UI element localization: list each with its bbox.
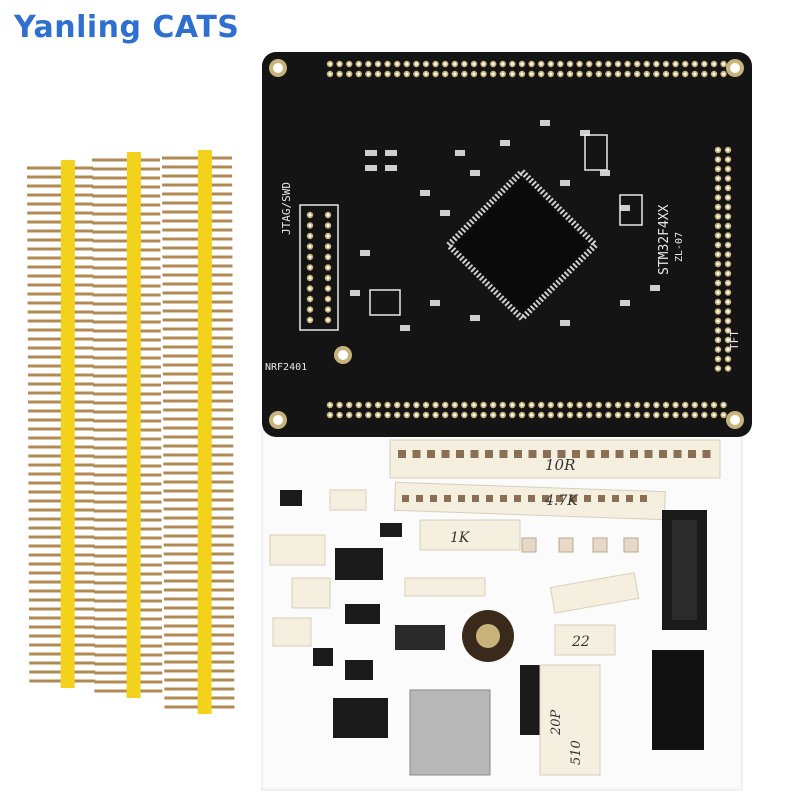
ic-outline	[369, 289, 401, 316]
cap-label-22: 22	[571, 634, 590, 650]
resistor-tapes: 10R 4.7K 1K	[389, 439, 721, 589]
smd-pads	[350, 120, 660, 331]
tape-label-10r: 10R	[545, 456, 575, 474]
pcb-board: STM32F4XX ZL-07 JTAG/SWD NRF2401 TFT	[262, 52, 752, 437]
nrf-label: NRF2401	[265, 362, 307, 373]
jtag-label: JTAG/SWD	[280, 182, 293, 235]
tactile-switches	[521, 537, 639, 553]
version-label: ZL-07	[674, 232, 685, 262]
pin-header-strips	[27, 150, 235, 714]
pin-header-1	[27, 160, 96, 688]
jtag-header	[299, 204, 339, 331]
sd-socket	[409, 689, 491, 776]
pin-header-2	[92, 152, 163, 698]
cap-label-510: 510	[569, 740, 584, 765]
top-header-holes	[326, 60, 727, 78]
brand-watermark: Yanling CATS	[14, 10, 240, 45]
tape-label-4k7: 4.7K	[544, 493, 579, 509]
bottom-header-holes	[326, 401, 727, 419]
capacitor-tapes: 22 20P 510	[539, 572, 640, 776]
mcu-label: STM32F4XX	[657, 204, 672, 275]
pin-header-3	[162, 150, 235, 714]
right-header-holes	[714, 146, 732, 372]
tape-label-1k: 1K	[450, 530, 471, 546]
cap-label-20p: 20P	[549, 709, 564, 736]
small-tapes	[269, 489, 486, 647]
small-ic-outline	[619, 194, 643, 226]
crystal-outline	[584, 134, 608, 171]
tft-label: TFT	[728, 330, 741, 350]
idc-connector	[662, 510, 707, 630]
mcu-chip	[444, 167, 600, 323]
